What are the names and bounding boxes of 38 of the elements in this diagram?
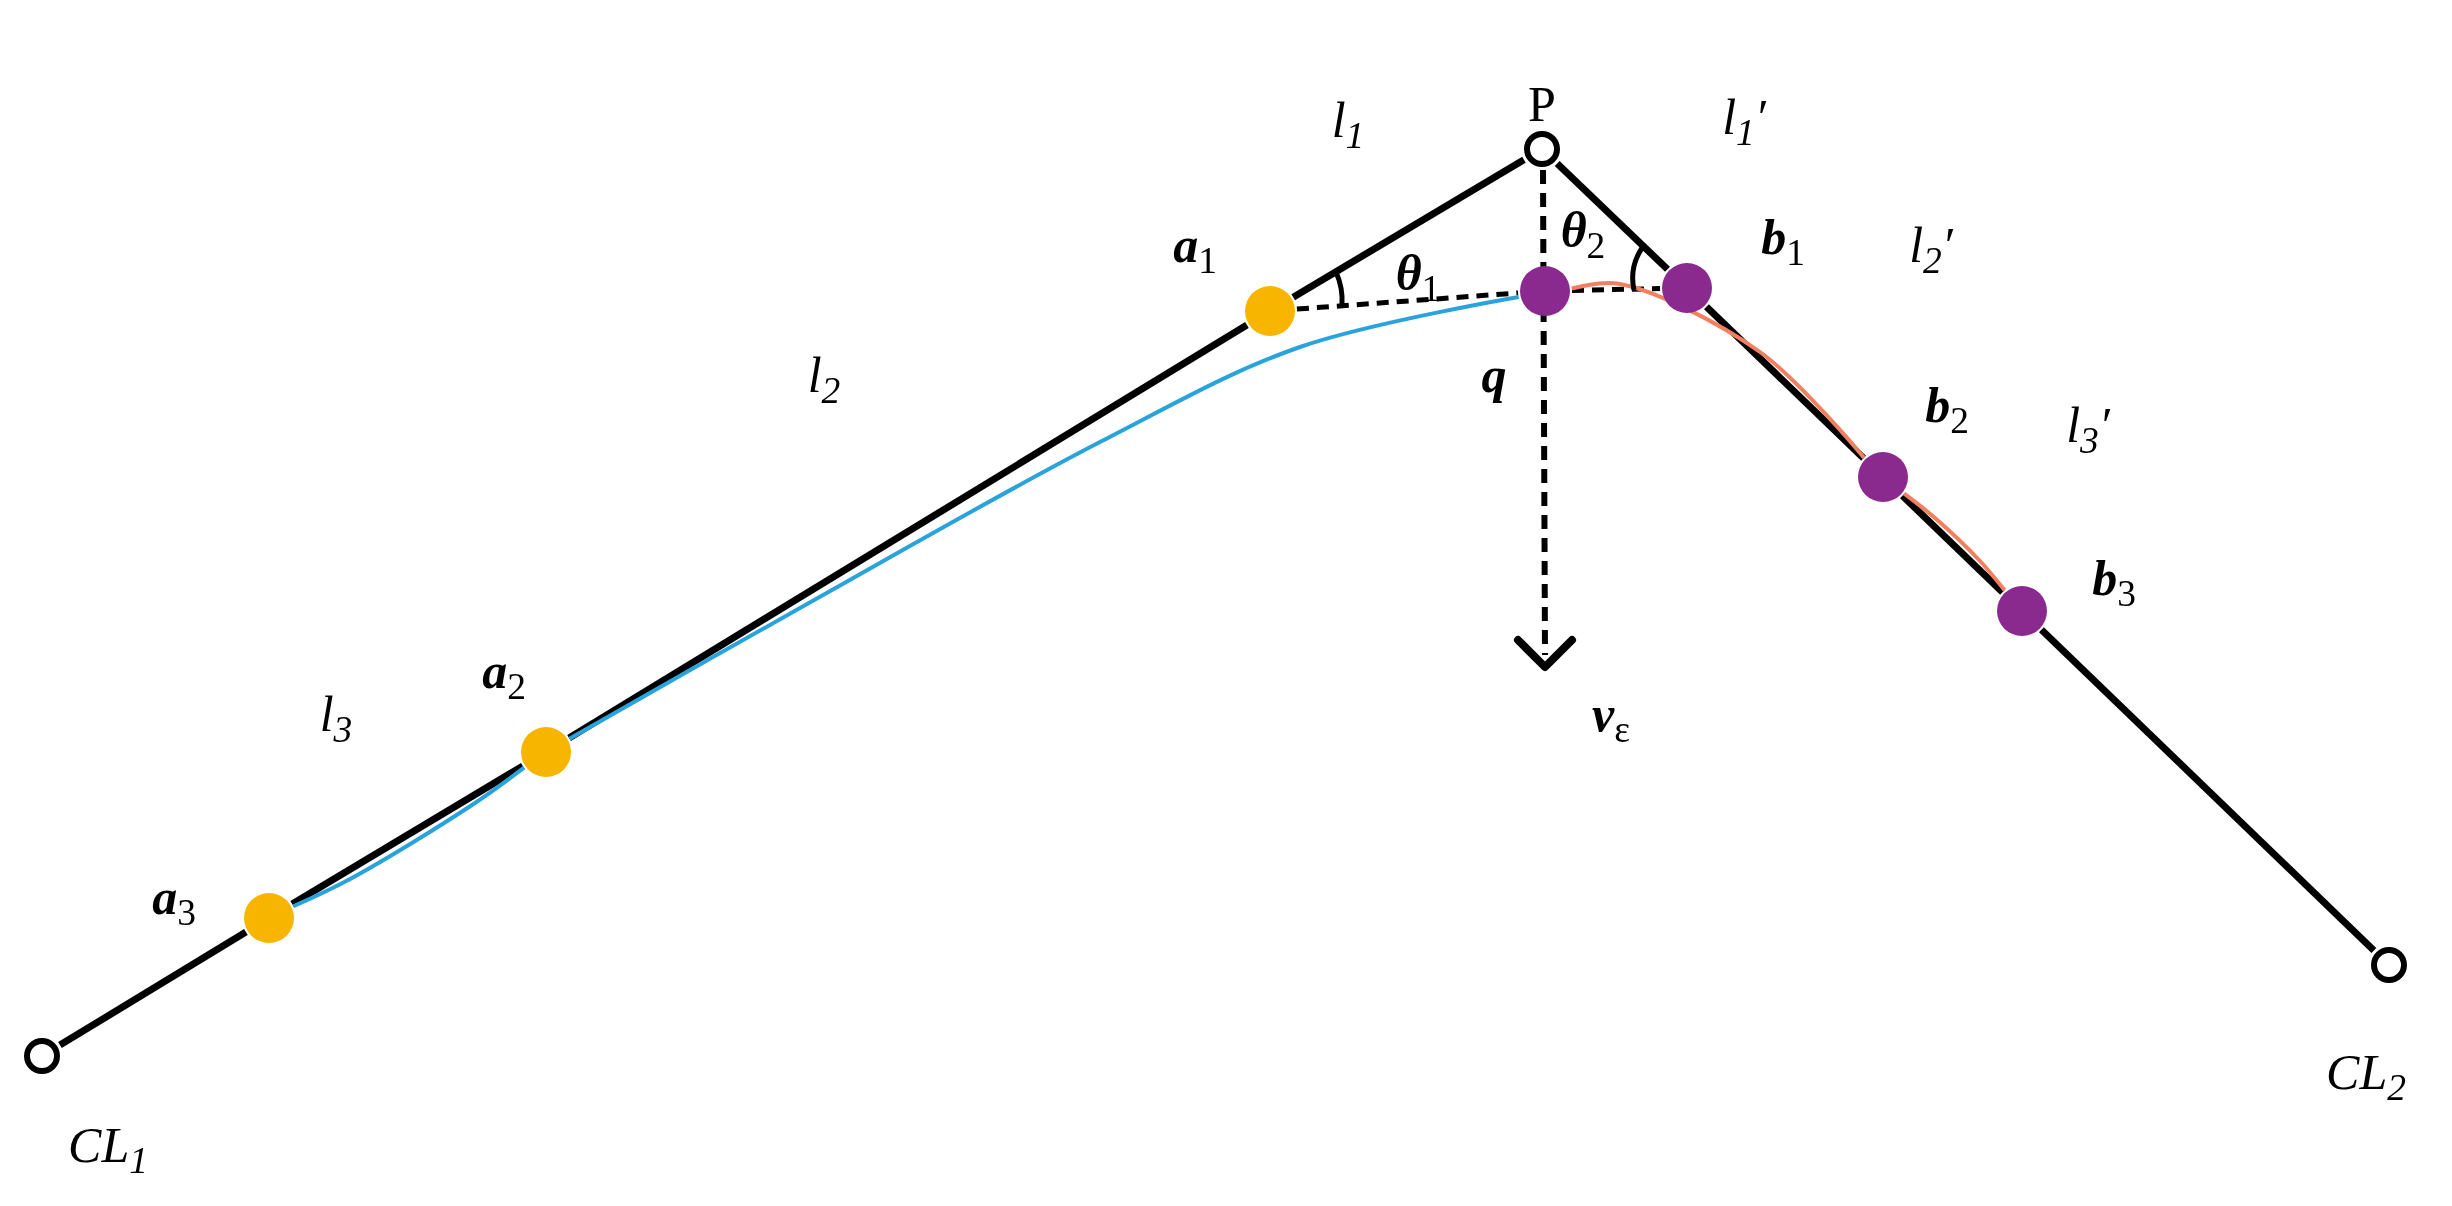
symbol-label: l$_{3}$	[319, 689, 353, 749]
end-point	[2371, 947, 2407, 983]
symbol-label: l$_{2}$	[807, 350, 841, 410]
point-label: a$_{1}$	[1173, 220, 1217, 280]
line-segment	[567, 322, 1249, 741]
sample-point	[1858, 452, 1908, 502]
point-label: P	[1528, 79, 1556, 129]
point-label: CL$_{2}$	[2326, 1047, 2406, 1107]
sample-point	[521, 727, 571, 777]
point-label: a$_{2}$	[482, 646, 526, 706]
line-segment	[58, 929, 248, 1049]
sample-point	[1662, 263, 1712, 313]
sample-point	[244, 893, 294, 943]
symbol-label: l$_{3}$′	[2066, 400, 2110, 460]
point-label: CL$_{1}$	[68, 1120, 148, 1180]
fitted-curve	[1571, 281, 1866, 460]
end-point	[24, 1038, 60, 1074]
dashed-line	[1296, 290, 1519, 312]
symbol-label: l$_{1}$	[1331, 95, 1365, 155]
line-segment	[2039, 627, 2377, 953]
point-label: b$_{3}$	[2092, 553, 2136, 613]
fitted-curve	[568, 295, 1520, 741]
symbol-label: v$_{ε}$	[1592, 689, 1630, 749]
end-point	[1524, 131, 1560, 167]
symbol-label: θ$_{1}$	[1395, 248, 1441, 308]
point-label: b$_{2}$	[1925, 380, 1969, 440]
line-segment	[1554, 161, 1670, 272]
sample-point	[1997, 586, 2047, 636]
point-label: a$_{3}$	[152, 872, 196, 932]
sample-point	[1520, 266, 1570, 316]
point-label: b$_{1}$	[1761, 212, 1805, 272]
sample-point	[1245, 286, 1295, 336]
line-segment	[1704, 304, 1866, 461]
dashed-line	[1571, 286, 1661, 293]
symbol-label: θ$_{2}$	[1560, 205, 1606, 265]
line-segment	[1291, 156, 1526, 301]
symbol-label: l$_{1}$′	[1722, 92, 1766, 152]
symbol-label: l$_{2}$′	[1909, 220, 1953, 280]
